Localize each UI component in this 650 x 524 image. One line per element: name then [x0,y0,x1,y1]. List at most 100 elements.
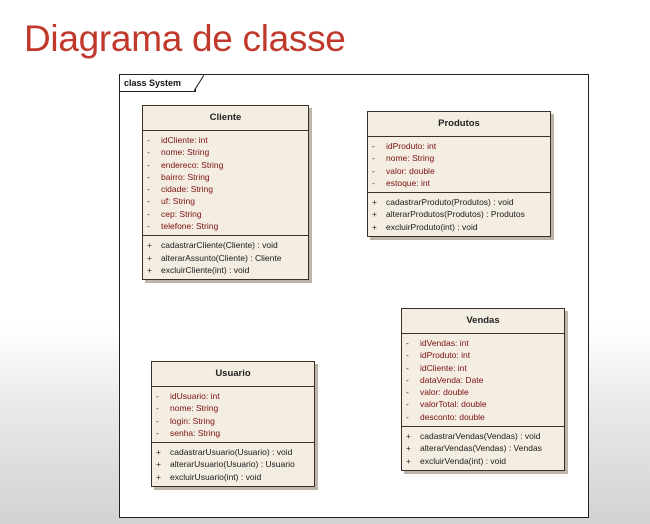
attribute: login: String [170,415,215,426]
slide-title: Diagrama de classe [24,18,346,59]
visibility-marker: + [147,240,152,251]
class-name: Vendas [402,309,564,334]
operation-row: + alterarProdutos(Produtos) : Produtos [372,208,546,220]
attribute-row: -login: String [156,415,310,427]
operation-row: +excluirCliente(int) : void [147,264,304,276]
visibility-marker: + [156,459,161,470]
attribute-row: - idVendas: int [406,337,560,349]
attribute: idProduto: int [420,350,471,361]
visibility-marker: - [372,165,375,176]
attribute: nome: String [386,153,435,164]
visibility-marker: + [406,431,411,442]
visibility-marker: - [156,427,159,438]
attribute: idCliente: int [161,135,208,145]
visibility-marker: - [372,177,375,188]
attribute: idProduto: int [386,141,437,151]
attribute-row: -endereco: String [147,159,304,171]
frame-tab-corner [194,75,204,91]
visibility-marker: - [147,221,150,232]
attribute-row: -nome: String [372,152,546,164]
operation: alterarUsuario(Usuario) : Usuario [170,459,295,470]
class-name: Produtos [368,112,550,137]
visibility-marker: - [156,415,159,426]
attribute-row: -dataVenda: Date [406,374,560,386]
attribute-row: -idProduto: int [406,349,560,361]
attribute: estoque: int [386,177,430,188]
attributes-compartment: -idCliente: int -nome: String -endereco:… [143,131,308,237]
attribute: desconto: double [420,411,485,422]
visibility-marker: - [372,153,375,164]
operation-row: +cadastrarUsuario(Usuario) : void [156,446,310,458]
operation-row: + alterarUsuario(Usuario) : Usuario [156,458,310,470]
class-usuario[interactable]: Usuario -idUsuario: int -nome: String -l… [151,361,315,488]
attributes-compartment: -idProduto: int -nome: String -valor: do… [368,137,550,194]
operation: excluirUsuario(int) : void [170,471,262,482]
attribute: telefone: String [161,221,219,232]
attribute: uf: String [161,196,196,207]
attribute-row: -telefone: String [147,220,304,232]
visibility-marker: - [406,350,409,361]
attribute-row: -valor: double [372,165,546,177]
attribute-row: -nome: String [156,402,310,414]
operation-row: + cadastrarCliente(Cliente) : void [147,239,304,251]
visibility-marker: - [147,147,150,158]
attribute-row: -valor: double [406,386,560,398]
visibility-marker: - [147,159,150,170]
operation-row: + excluirProduto(int) : void [372,221,546,233]
operation: cadastrarProduto(Produtos) : void [386,197,514,208]
operation-row: +excluirVenda(int) : void [406,455,560,467]
operation: alterarProdutos(Produtos) : Produtos [386,209,525,220]
attribute-row: -estoque: int [372,177,546,189]
attribute-row: -cep: String [147,208,304,220]
visibility-marker: + [372,209,377,220]
attribute: dataVenda: Date [420,374,484,385]
attribute-row: -nome: String [147,146,304,158]
attribute-row: -bairro: String [147,171,304,183]
attributes-compartment: -idVendas: int -idProduto: int -idClient… [402,334,564,428]
attribute: bairro: String [161,171,210,182]
attribute-row: - idProduto: int [372,140,546,152]
attribute-row: -idCliente: int [147,134,304,146]
attribute-row: -desconto: double [406,411,560,423]
attribute: idVendas: int [420,338,469,348]
operation: cadastrarCliente(Cliente) : void [161,240,278,251]
attribute: valor: double [386,165,435,176]
visibility-marker: + [372,221,377,232]
operations-compartment: +cadastrarVendas(Vendas) : void + alterar… [402,427,564,470]
attribute: cidade: String [161,184,213,195]
operation-row: +cadastrarProduto(Produtos) : void [372,196,546,208]
operations-compartment: + cadastrarCliente(Cliente) : void +alter… [143,236,308,279]
operation: excluirVenda(int) : void [420,455,506,466]
attribute-row: -senha: String [156,427,310,439]
operation: excluirCliente(int) : void [161,264,250,275]
visibility-marker: - [156,403,159,414]
attribute: nome: String [170,403,219,414]
visibility-marker: - [372,141,375,151]
visibility-marker: - [147,208,150,219]
visibility-marker: + [147,252,152,263]
operation-row: +cadastrarVendas(Vendas) : void [406,430,560,442]
visibility-marker: - [147,184,150,195]
operation: alterarVendas(Vendas) : Vendas [420,443,542,454]
operation: cadastrarUsuario(Usuario) : void [170,447,293,458]
attribute: cep: String [161,208,202,219]
class-cliente[interactable]: Cliente -idCliente: int -nome: String -e… [142,105,309,281]
operation: excluirProduto(int) : void [386,221,478,232]
visibility-marker: + [156,471,161,482]
frame-label: class System [120,75,197,92]
visibility-marker: - [406,338,409,348]
class-name: Usuario [152,362,314,387]
visibility-marker: - [406,411,409,422]
class-produtos[interactable]: Produtos -idProduto: int -nome: String -… [367,111,551,238]
class-vendas[interactable]: Vendas -idVendas: int -idProduto: int -i… [401,308,565,471]
visibility-marker: - [147,171,150,182]
attribute: valor: double [420,387,469,398]
operation-row: + excluirUsuario(int) : void [156,471,310,483]
visibility-marker: - [406,387,409,398]
attribute: valorTotal: double [420,399,487,410]
visibility-marker: + [406,443,411,454]
attribute: nome: String [161,147,210,158]
operation-row: +alterarAssunto(Cliente) : Cliente [147,252,304,264]
attributes-compartment: -idUsuario: int -nome: String -login: St… [152,387,314,444]
attribute-row: -valorTotal: double [406,398,560,410]
